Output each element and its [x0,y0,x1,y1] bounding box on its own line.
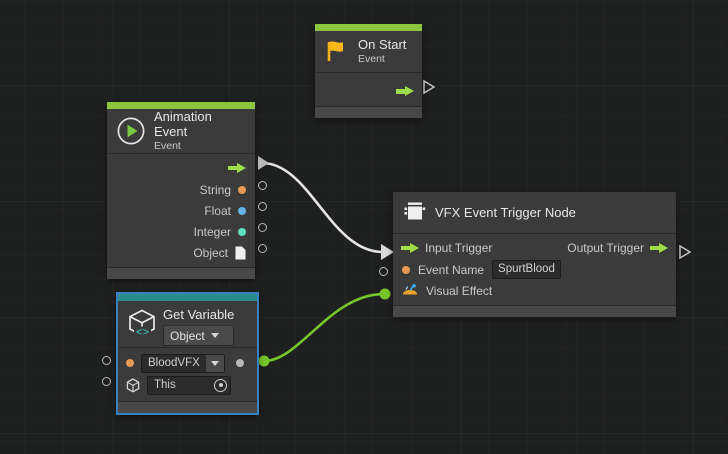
node-title-bar: VFX Event Trigger Node [393,192,676,233]
trigger-row: Input Trigger Output Trigger [393,237,676,259]
variable-cube-icon: <> [126,308,158,341]
node-title-bar: On Start Event [315,31,422,72]
variable-type-selector[interactable]: Object [163,325,235,346]
trigger-arrow-icon [396,86,414,97]
connector-event-name-in[interactable] [379,267,388,276]
port-row-object[interactable]: Object [107,242,255,263]
connector-variable-name-in[interactable] [102,356,111,365]
trigger-arrow-icon [401,242,419,254]
string-dot-icon [402,265,410,274]
node-title-bar: <> Get Variable Object [118,301,257,347]
play-circle-icon [116,116,146,146]
connector-target-in[interactable] [102,377,111,386]
port-label: String [199,182,231,197]
node-body: Input Trigger Output Trigger Event Name … [393,233,676,305]
output-trigger-port[interactable]: Output Trigger [567,241,668,255]
output-trigger-label: Output Trigger [567,241,644,255]
animation-event-output-connector[interactable] [258,156,269,170]
node-on-start[interactable]: On Start Event [315,24,422,118]
trigger-arrow-icon [228,162,246,174]
vfx-output-trigger-connector-icon[interactable] [678,244,692,260]
node-vfx-event-trigger[interactable]: VFX Event Trigger Node Input Trigger Out… [393,192,676,317]
string-dot-icon [238,185,246,194]
node-accent-bar [107,102,255,109]
input-trigger-label: Input Trigger [425,241,493,255]
script-icon [403,199,427,225]
node-accent-bar [315,24,422,31]
target-object-value: This [154,379,176,391]
variable-row-target[interactable]: This [118,374,257,396]
wire-endpoint-get-variable [258,355,270,367]
chevron-down-icon [210,333,219,338]
float-dot-icon [238,206,246,215]
connector-object-out[interactable] [258,244,267,253]
gameobject-cube-icon [126,377,140,393]
connector-float-out[interactable] [258,202,267,211]
wire-endpoint-visual-effect [379,288,391,300]
node-title: Animation Event [154,108,212,139]
wire-animation-event-to-vfx-input [260,161,385,254]
variable-name-dropdown[interactable]: BloodVFX [141,353,225,373]
object-file-icon [235,246,246,260]
node-footer [393,305,676,317]
node-animation-event[interactable]: Animation Event Event String Float Integ… [107,102,255,279]
node-title: On Start [358,36,407,52]
object-picker-icon[interactable] [214,378,227,392]
flag-icon [324,39,350,63]
variable-type-value: Object [170,328,205,343]
node-body [315,72,422,106]
node-title: VFX Event Trigger Node [435,204,576,220]
port-row-integer[interactable]: Integer [107,221,255,242]
node-subtitle: Event [358,52,385,65]
node-body: BloodVFX This [118,347,257,401]
property-label: Visual Effect [426,283,493,298]
port-label: Float [204,203,231,218]
variable-name-value: BloodVFX [148,357,200,369]
port-row-float[interactable]: Float [107,200,255,221]
property-row-visual-effect[interactable]: Visual Effect [393,280,676,301]
property-row-event-name[interactable]: Event Name SpurtBlood [393,259,676,280]
port-label: Integer [193,224,231,239]
property-label: Event Name [418,262,485,277]
node-footer [315,106,422,118]
node-footer [107,267,255,279]
node-title-bar: Animation Event Event [107,109,255,153]
string-dot-icon [126,359,134,367]
output-trigger-port[interactable] [396,84,414,102]
node-body: String Float Integer Object [107,153,255,267]
connector-integer-out[interactable] [258,223,267,232]
vfx-graph-icon [402,283,418,298]
node-footer [118,401,257,413]
value-output-dot-icon[interactable] [235,359,244,367]
wire-get-variable-to-visual-effect [262,292,386,363]
target-object-field[interactable]: This [147,375,231,395]
variable-row-name[interactable]: BloodVFX [118,352,257,374]
node-get-variable[interactable]: <> Get Variable Object BloodVFX [116,292,259,415]
port-row-string[interactable]: String [107,179,255,200]
event-name-input[interactable]: SpurtBlood [492,260,561,279]
trigger-arrow-icon [650,242,668,254]
output-trigger-row[interactable] [107,157,255,179]
input-trigger-port[interactable]: Input Trigger [401,241,492,255]
integer-dot-icon [238,227,246,236]
connector-string-out[interactable] [258,181,267,190]
node-accent-bar [118,294,257,301]
svg-text:<>: <> [136,327,149,339]
node-title: Get Variable [163,307,235,322]
port-label: Object [193,245,228,260]
chevron-down-icon[interactable] [205,354,224,372]
on-start-output-connector-icon[interactable] [422,79,436,95]
node-subtitle: Event [154,139,181,152]
